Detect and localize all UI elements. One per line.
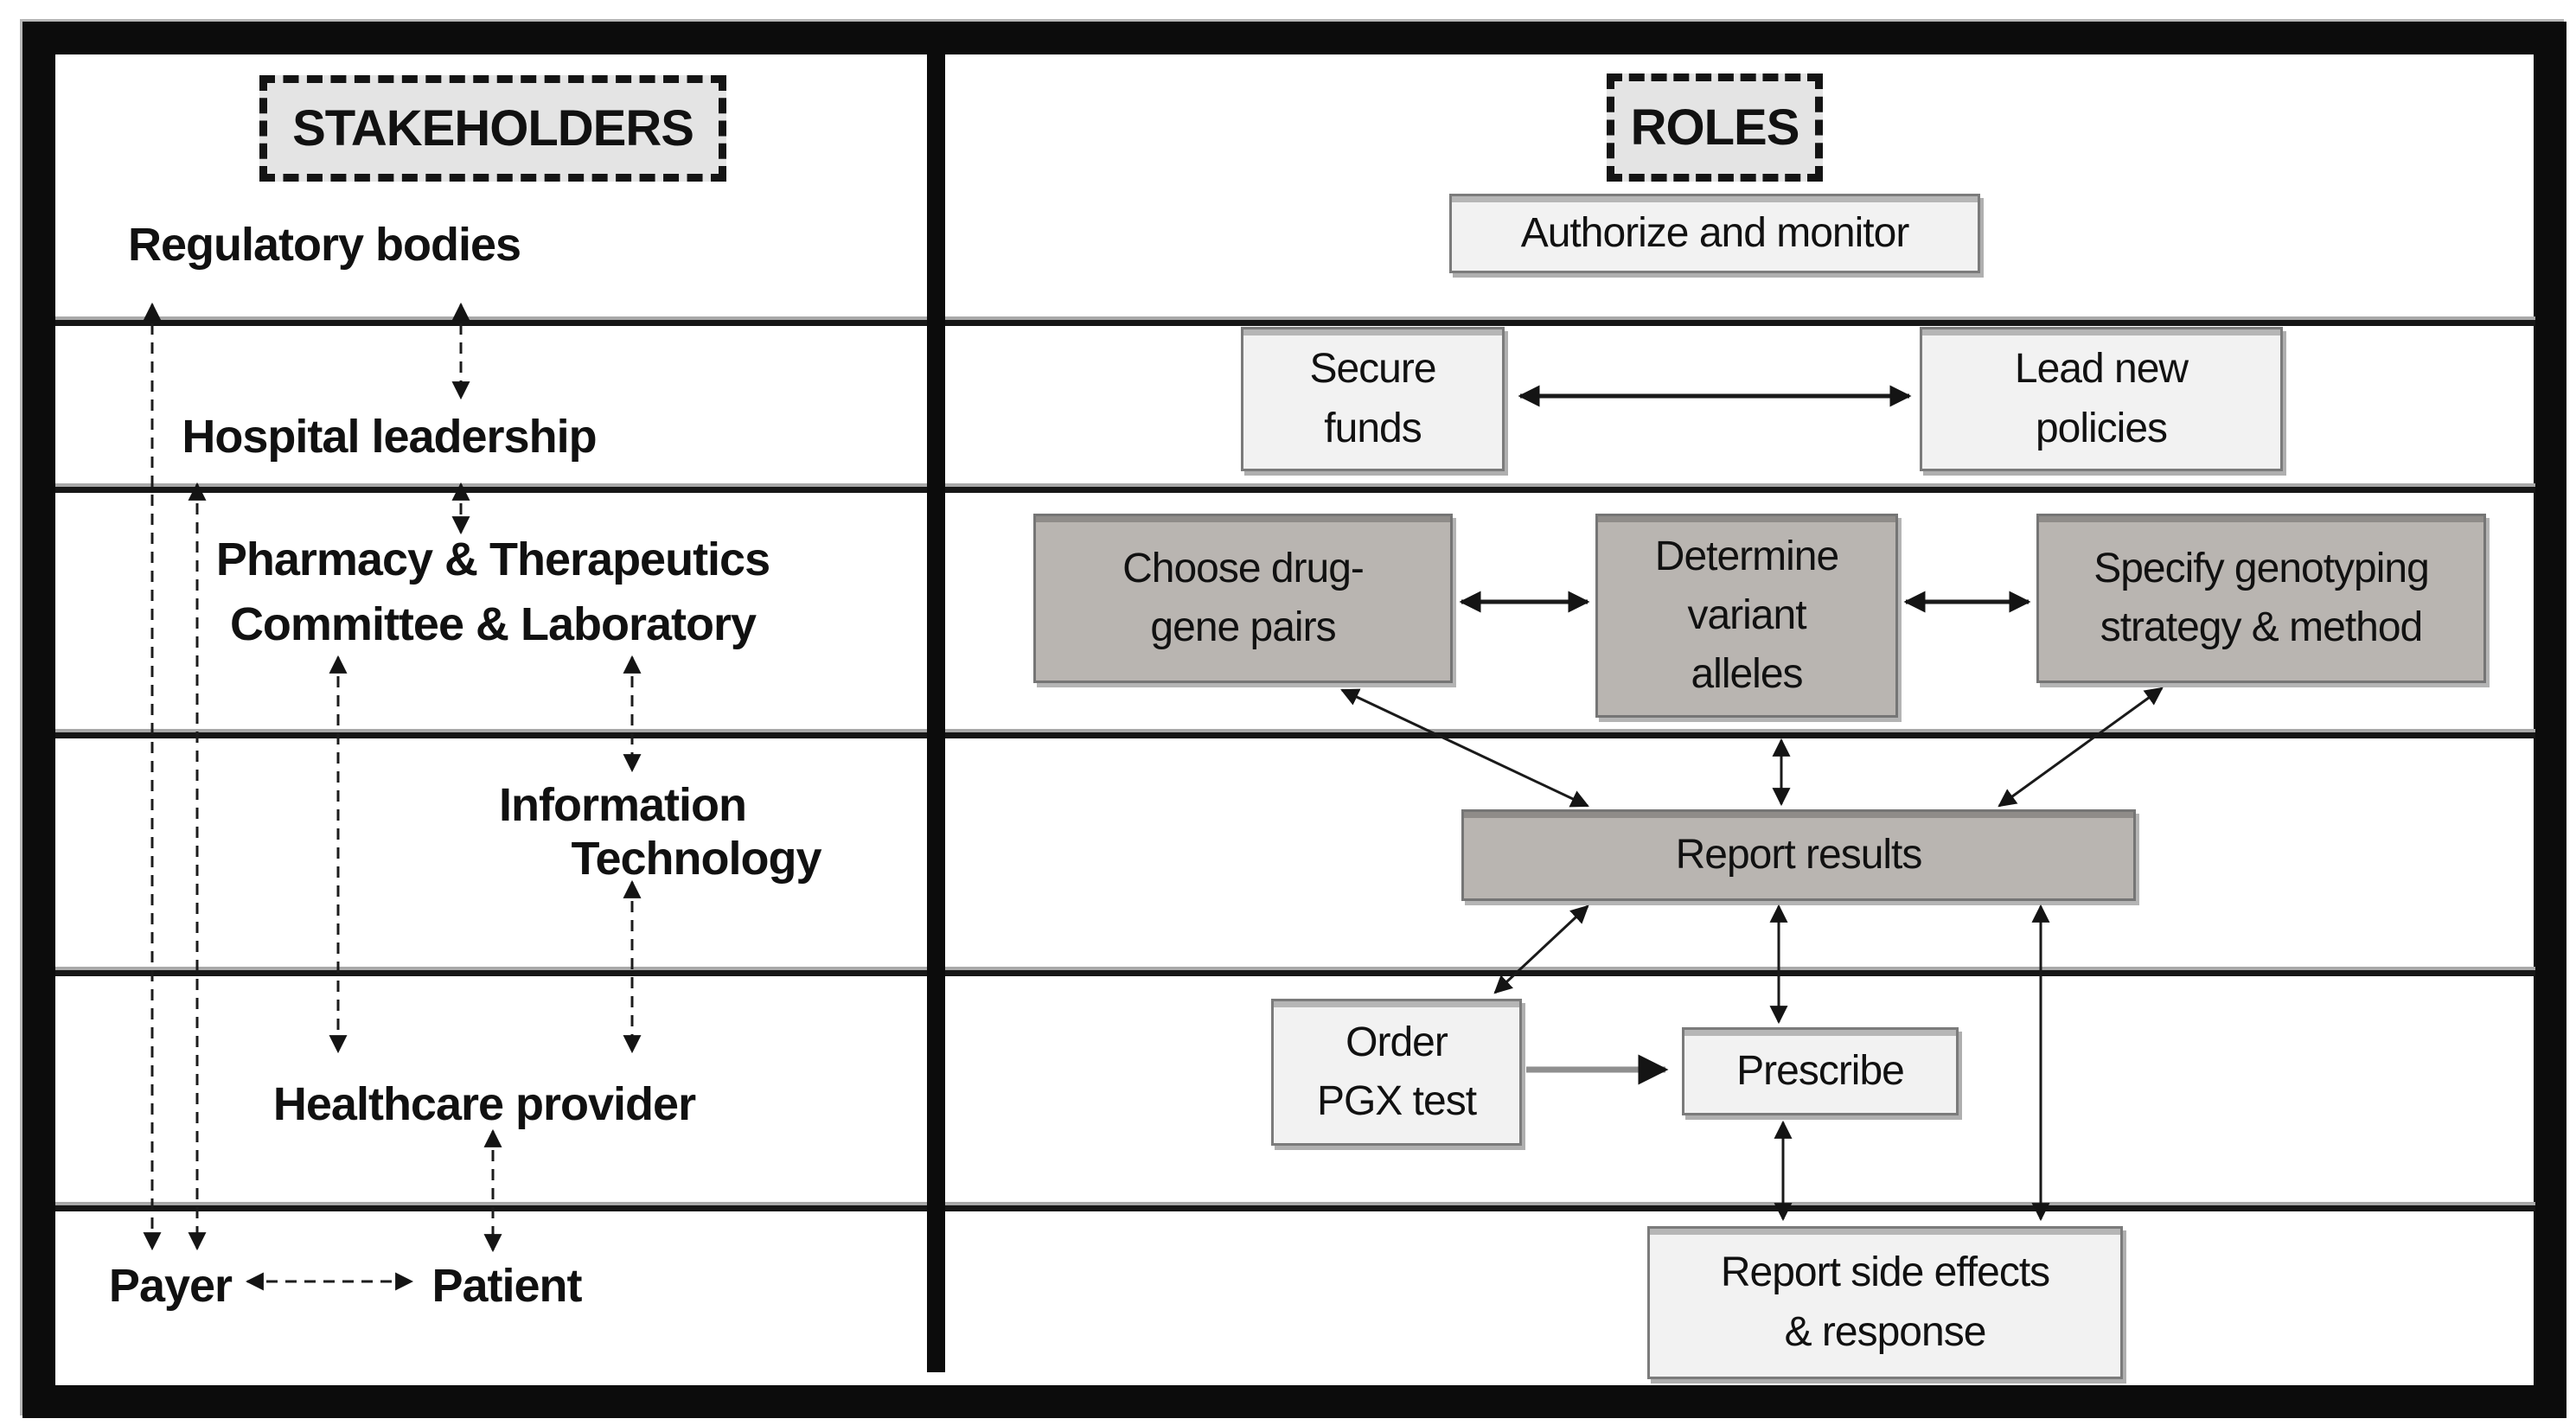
stakeholder-patient: Patient <box>431 1260 582 1312</box>
roles-title: ROLES <box>1630 99 1800 156</box>
row-separator-5 <box>55 1205 2535 1211</box>
stakeholder-information: Information <box>499 779 747 831</box>
stakeholder-payer: Payer <box>108 1260 233 1312</box>
role-report-results: Report results <box>1461 809 2136 901</box>
role-lead-new-policies: Lead new policies <box>1920 327 2283 471</box>
role-secure-funds: Secure funds <box>1241 327 1505 471</box>
arrow-report-order <box>1493 904 1589 994</box>
row-separator-3 <box>55 732 2535 738</box>
roles-title-box: ROLES <box>1607 73 1823 182</box>
stakeholder-regulatory-bodies: Regulatory bodies <box>127 219 521 271</box>
stakeholder-technology: Technology <box>571 833 821 885</box>
outer-frame <box>22 22 2566 1418</box>
stakeholders-title: STAKEHOLDERS <box>292 100 694 157</box>
role-authorize-and-monitor: Authorize and monitor <box>1449 194 1980 273</box>
stakeholders-title-box: STAKEHOLDERS <box>259 75 726 182</box>
role-choose-drug-gene-pairs: Choose drug- gene pairs <box>1033 514 1453 683</box>
arrow-specify-report <box>1998 687 2164 808</box>
stakeholder-healthcare-provider: Healthcare provider <box>272 1078 696 1130</box>
role-specify-genotyping-strategy: Specify genotyping strategy & method <box>2036 514 2486 683</box>
role-report-side-effects: Report side effects & response <box>1647 1226 2123 1379</box>
role-prescribe: Prescribe <box>1682 1027 1959 1115</box>
row-separator-1 <box>55 320 2535 326</box>
role-order-pgx-test: Order PGX test <box>1271 999 1522 1146</box>
row-separator-4 <box>55 970 2535 976</box>
stakeholder-hospital-leadership: Hospital leadership <box>182 411 597 463</box>
stakeholder-pharmacy-therapeutics-committee: Pharmacy & Therapeutics Committee & Labo… <box>215 534 770 650</box>
role-determine-variant-alleles: Determine variant alleles <box>1595 514 1898 718</box>
panel-divider <box>927 54 945 1372</box>
row-separator-2 <box>55 487 2535 493</box>
arrow-choose-report <box>1340 688 1589 808</box>
